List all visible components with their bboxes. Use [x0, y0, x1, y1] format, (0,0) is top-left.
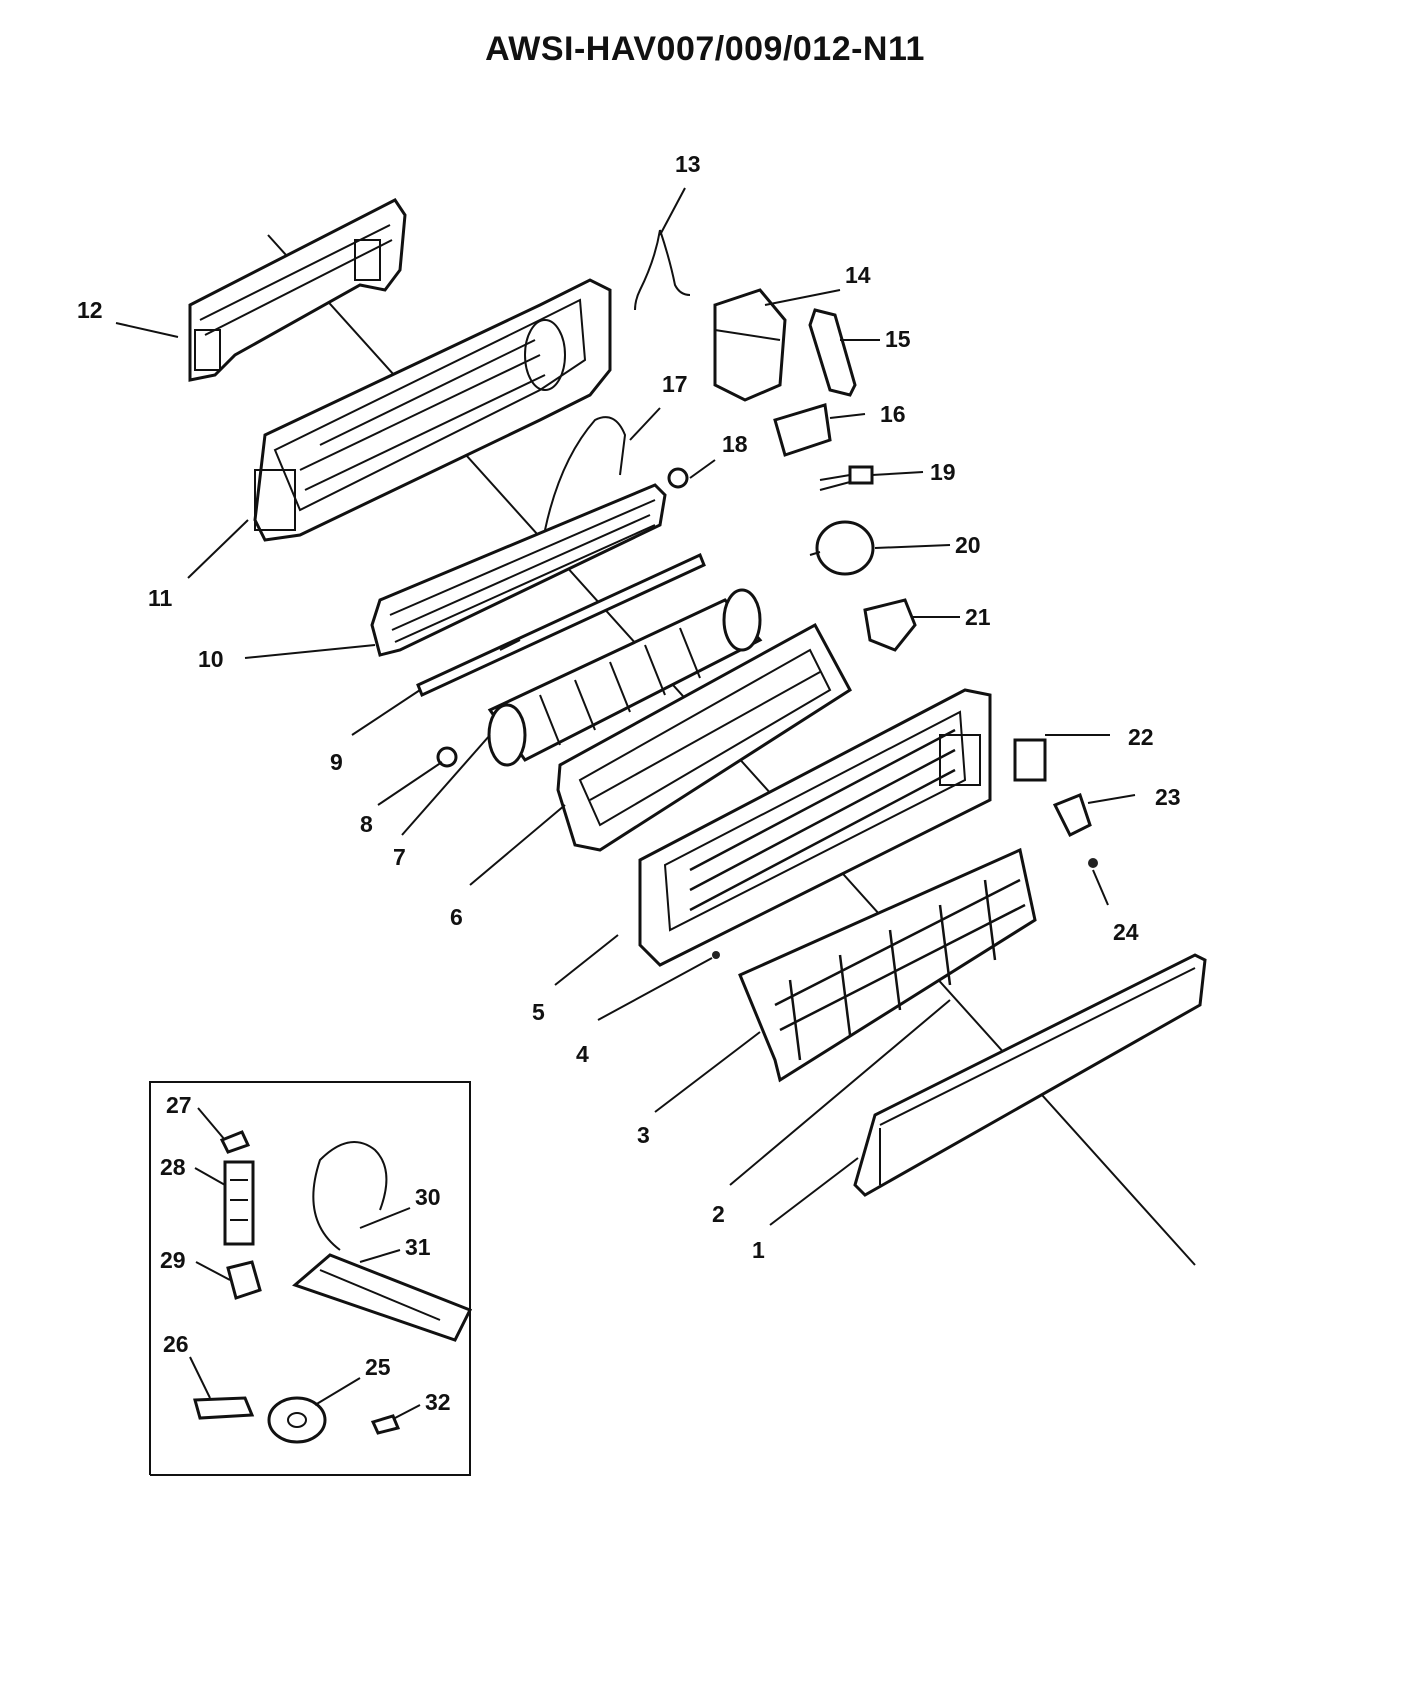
part-label-28: 28	[160, 1154, 186, 1180]
pcb-cover-part	[808, 308, 857, 397]
part-label-23: 23	[1155, 784, 1181, 810]
part-label-32: 32	[425, 1389, 451, 1415]
part-label-2: 2	[712, 1201, 725, 1227]
part-label-15: 15	[885, 326, 911, 352]
chassis-part	[253, 278, 612, 542]
motor-bracket-part	[863, 598, 917, 652]
part-label-24: 24	[1113, 919, 1139, 945]
part-label-22: 22	[1128, 724, 1154, 750]
air-filter-part	[738, 847, 1037, 1083]
part-label-31: 31	[405, 1234, 431, 1260]
part-label-10: 10	[198, 646, 224, 672]
screw-part	[712, 951, 720, 959]
part-label-14: 14	[845, 262, 871, 288]
louver-bar-part	[416, 552, 706, 698]
part-label-7: 7	[393, 844, 406, 870]
spring-part	[1088, 858, 1098, 868]
leader-lines	[115, 187, 1136, 1419]
part-label-20: 20	[955, 532, 981, 558]
part-label-6: 6	[450, 904, 463, 930]
front-cover-part	[853, 953, 1207, 1197]
part-label-18: 18	[722, 431, 748, 457]
part-label-8: 8	[360, 811, 373, 837]
part-labels: 1 2 3 4 5 6 7 8 9 10 11 12 13 14 15 16 1…	[77, 151, 1181, 1415]
part-label-27: 27	[166, 1092, 192, 1118]
crossflow-fan-part	[487, 588, 763, 767]
control-board-part	[773, 403, 832, 457]
display-panel-part	[1013, 738, 1047, 782]
part-label-1: 1	[752, 1237, 765, 1263]
bearing-part	[436, 746, 458, 768]
part-label-26: 26	[163, 1331, 189, 1357]
part-label-30: 30	[415, 1184, 441, 1210]
part-label-16: 16	[880, 401, 906, 427]
part-label-3: 3	[637, 1122, 650, 1148]
part-label-9: 9	[330, 749, 343, 775]
part-label-25: 25	[365, 1354, 391, 1380]
receiver-part	[1052, 793, 1092, 838]
nut-part	[667, 467, 689, 489]
accessories-box	[149, 1081, 473, 1476]
part-label-19: 19	[930, 459, 956, 485]
part-label-29: 29	[160, 1247, 186, 1273]
electrical-box-part	[713, 288, 787, 402]
terminal-block-part	[819, 465, 874, 491]
evaporator-part	[556, 622, 852, 852]
part-label-21: 21	[965, 604, 991, 630]
part-label-11: 11	[148, 585, 173, 611]
part-label-12: 12	[77, 297, 103, 323]
part-label-17: 17	[662, 371, 688, 397]
fan-motor-part	[809, 520, 875, 576]
mounting-plate-part	[188, 198, 407, 382]
connecting-pipe-part	[544, 416, 627, 531]
diagram-title: AWSI-HAV007/009/012-N11	[485, 30, 925, 68]
part-label-4: 4	[576, 1041, 589, 1067]
drain-pan-part	[370, 483, 667, 657]
part-label-13: 13	[675, 151, 701, 177]
sensor-wire-part	[634, 229, 691, 311]
front-panel-body-part	[638, 688, 992, 967]
part-label-5: 5	[532, 999, 545, 1025]
